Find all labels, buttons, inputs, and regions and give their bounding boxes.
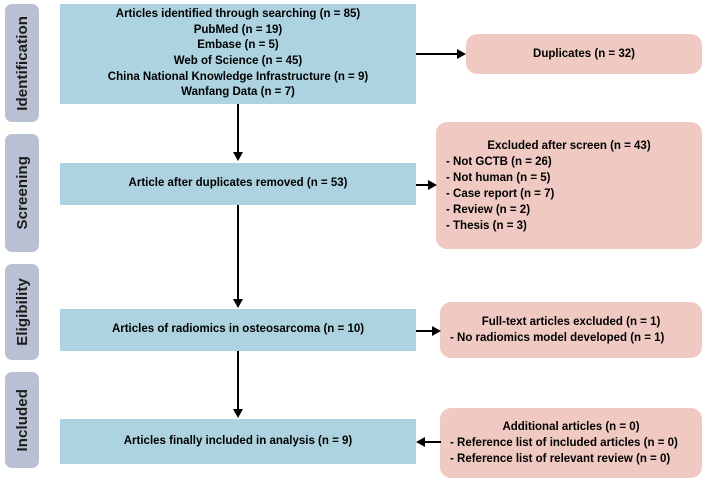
stage-label-identification: Identification xyxy=(13,15,31,111)
identified-records-line: Wanfang Data (n = 7) xyxy=(181,86,295,99)
arrowhead-to-duplicates xyxy=(457,48,466,59)
connector-to-excluded-after-screen xyxy=(416,184,429,186)
duplicates-title: Duplicates (n = 32) xyxy=(533,48,635,60)
excluded-after-screen-item: - Case report (n = 7) xyxy=(446,187,555,200)
stage-label-eligibility: Eligibility xyxy=(13,278,31,346)
excluded-after-screen-box: Excluded after screen (n = 43) - Not GCT… xyxy=(436,122,702,249)
connector-additional-to-included xyxy=(425,441,441,443)
arrowhead-identified-to-screened xyxy=(232,152,243,161)
connector-to-full-text-excluded xyxy=(416,330,433,332)
arrowhead-eligible-to-included xyxy=(232,409,243,418)
arrowhead-to-full-text-excluded xyxy=(432,325,441,336)
after-duplicates-line: Article after duplicates removed (n = 53… xyxy=(128,177,348,190)
connector-screened-to-eligible xyxy=(237,205,239,301)
after-duplicates-text: Article after duplicates removed (n = 53… xyxy=(129,176,348,192)
duplicates-box: Duplicates (n = 32) xyxy=(466,34,702,74)
stage-included: Included xyxy=(5,372,39,468)
additional-articles-box: Additional articles (n = 0) - Reference … xyxy=(440,408,702,478)
connector-eligible-to-included xyxy=(237,351,239,411)
excluded-after-screen-item: - Not human (n = 5) xyxy=(446,171,551,184)
arrowhead-screened-to-eligible xyxy=(232,299,243,308)
full-text-excluded-title: Full-text articles excluded (n = 1) xyxy=(481,316,661,328)
additional-articles-item: - Reference list of relevant review (n =… xyxy=(450,453,671,465)
final-included-text: Articles finally included in analysis (n… xyxy=(124,434,352,450)
after-duplicates-box: Article after duplicates removed (n = 53… xyxy=(60,163,416,205)
stage-identification: Identification xyxy=(5,4,39,122)
identified-records-text: Articles identified through searching (n… xyxy=(108,7,368,101)
excluded-after-screen-item: - Review (n = 2) xyxy=(446,203,531,216)
identified-records-line: China National Knowledge Infrastructure … xyxy=(107,70,369,83)
full-text-assessed-line: Articles of radiomics in osteosarcoma (n… xyxy=(111,323,365,336)
additional-articles-item: - Reference list of included articles (n… xyxy=(450,437,678,449)
connector-identified-to-screened xyxy=(237,104,239,154)
arrowhead-to-excluded-after-screen xyxy=(428,179,437,190)
excluded-after-screen-item: - Not GCTB (n = 26) xyxy=(446,155,552,168)
full-text-excluded-item: - No radiomics model developed (n = 1) xyxy=(450,332,665,344)
stage-screening: Screening xyxy=(5,134,39,252)
identified-records-line: Articles identified through searching (n… xyxy=(115,8,361,21)
identified-records-line: Web of Science (n = 45) xyxy=(173,55,303,67)
identified-records-line: PubMed (n = 19) xyxy=(193,23,283,36)
connector-to-duplicates xyxy=(416,53,459,55)
identified-records-line: Embase (n = 5) xyxy=(197,39,279,52)
full-text-assessed-box: Articles of radiomics in osteosarcoma (n… xyxy=(60,309,416,351)
stage-label-screening: Screening xyxy=(13,156,31,230)
final-included-line: Articles finally included in analysis (n… xyxy=(123,434,353,447)
stage-label-included: Included xyxy=(13,388,31,452)
full-text-assessed-text: Articles of radiomics in osteosarcoma (n… xyxy=(112,322,364,338)
arrowhead-additional-to-included xyxy=(416,436,425,447)
excluded-after-screen-item: - Thesis (n = 3) xyxy=(446,219,527,232)
additional-articles-title: Additional articles (n = 0) xyxy=(502,421,640,433)
identified-records-box: Articles identified through searching (n… xyxy=(60,4,416,104)
excluded-after-screen-title: Excluded after screen (n = 43) xyxy=(487,139,651,152)
final-included-box: Articles finally included in analysis (n… xyxy=(60,419,416,464)
stage-eligibility: Eligibility xyxy=(5,264,39,360)
full-text-excluded-box: Full-text articles excluded (n = 1) - No… xyxy=(440,302,702,358)
